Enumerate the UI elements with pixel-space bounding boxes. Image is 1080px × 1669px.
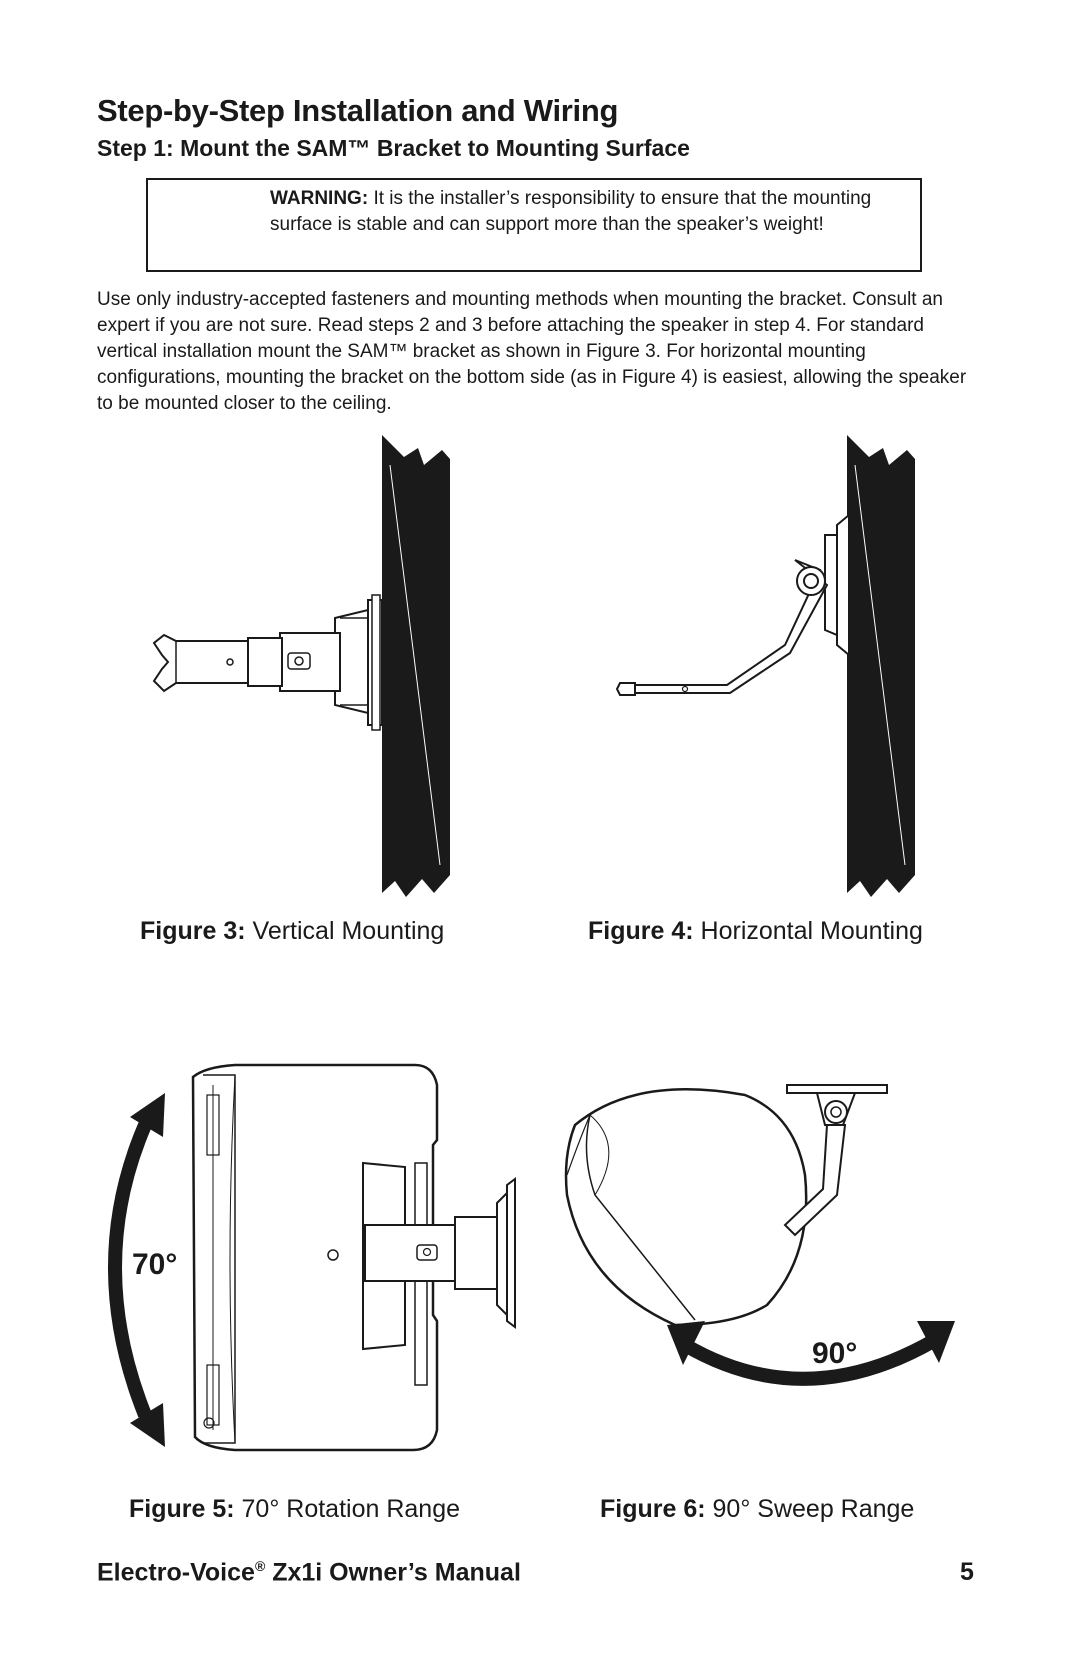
figure-6-caption-text: 90° Sweep Range (712, 1495, 915, 1523)
footer-brand: Electro-Voice (97, 1558, 255, 1587)
figure-5-caption: Figure 5: 70° Rotation Range (129, 1495, 460, 1524)
body-paragraph: Use only industry-accepted fasteners and… (97, 289, 967, 414)
figure-5-label: Figure 5: (129, 1495, 235, 1523)
warning-box: WARNING: It is the installer’s responsib… (146, 178, 922, 272)
sweep-arrow-icon (681, 1333, 939, 1386)
warning-message: It is the installer’s responsibility to … (270, 188, 872, 235)
speaker-icon (564, 1088, 808, 1327)
step-heading: Step 1: Mount the SAM™ Bracket to Mounti… (97, 135, 690, 161)
warning-label: WARNING: (270, 188, 369, 209)
figure-4-caption: Figure 4: Horizontal Mounting (588, 917, 923, 946)
page-number: 5 (960, 1558, 974, 1586)
footer-manual-title: Electro-Voice® Zx1i Owner’s Manual (97, 1558, 521, 1587)
wall-section-icon (847, 435, 915, 897)
figure-4-caption-text: Horizontal Mounting (700, 917, 923, 945)
page-title: Step-by-Step Installation and Wiring (97, 93, 619, 128)
figure-4-label: Figure 4: (588, 917, 694, 945)
figure-6-caption: Figure 6: 90° Sweep Range (600, 1495, 914, 1524)
figure-3-label: Figure 3: (140, 917, 246, 945)
figure-4-illustration (615, 435, 915, 897)
figure-5-illustration (108, 1063, 516, 1452)
rotation-arrow-icon (108, 1122, 152, 1418)
figure-3-caption: Figure 3: Vertical Mounting (140, 917, 444, 946)
figure-3-caption-text: Vertical Mounting (252, 917, 445, 945)
footer-registered-mark: ® (254, 1558, 266, 1574)
figure-6-illustration (564, 1084, 955, 1386)
figure-3-illustration (152, 435, 450, 897)
speaker-icon (191, 1063, 439, 1452)
sweep-angle-label: 90° (812, 1337, 858, 1370)
figure-5-caption-text: 70° Rotation Range (241, 1495, 461, 1523)
wall-section-icon (382, 435, 450, 897)
rotation-angle-label: 70° (132, 1248, 178, 1281)
warning-text: WARNING: It is the installer’s responsib… (270, 186, 890, 238)
footer-product: Zx1i Owner’s Manual (265, 1558, 521, 1587)
figure-6-label: Figure 6: (600, 1495, 706, 1523)
